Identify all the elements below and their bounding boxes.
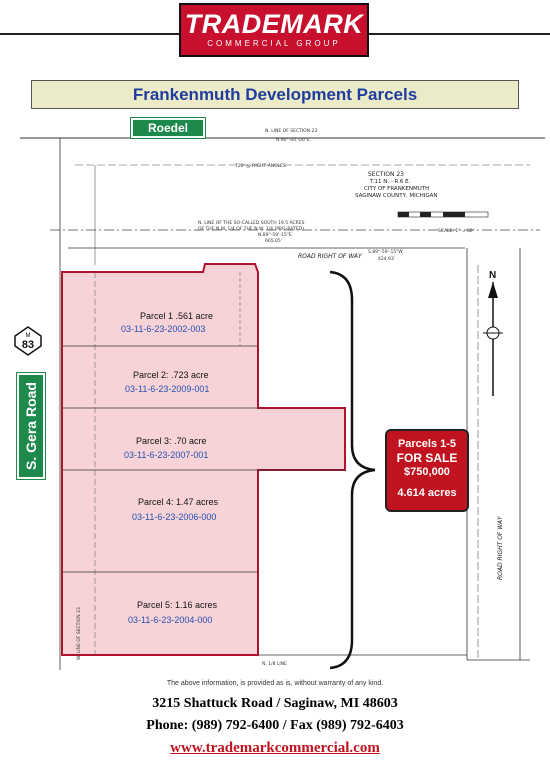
gera-road-sign: S. Gera Road xyxy=(16,372,46,480)
west-line-label: W. LINE OF SECTION 23 xyxy=(76,607,82,660)
parcel-boundary xyxy=(61,263,346,656)
sale-parcels: Parcels 1-5 xyxy=(397,438,457,450)
so-called-distance: 665.05' xyxy=(265,238,282,244)
sale-acres: 4.614 acres xyxy=(397,487,457,499)
website-link[interactable]: www.trademarkcommercial.com xyxy=(170,740,380,756)
section-line-label: N. LINE OF SECTION 23 xyxy=(265,128,317,134)
section-line-bearing: N.90°-00'-00"E. xyxy=(276,137,311,143)
parcel-2-name: Parcel 2: .723 acre xyxy=(133,370,209,380)
sale-price: $750,000 xyxy=(404,466,450,478)
so-called-line-label-2: OF THE N.W. 1/4 OF THE N.W. 1/4 (PRO-RAT… xyxy=(198,226,304,232)
parcel-4-name: Parcel 4: 1.47 acres xyxy=(138,497,219,507)
township-label: T.11 N. - R.6 E. xyxy=(369,179,411,185)
page-title: Frankenmuth Development Parcels xyxy=(31,80,519,109)
route-prefix: M xyxy=(26,333,31,339)
parcel-1-name: Parcel 1 .561 acre xyxy=(140,311,214,321)
survey-map: N N. LINE OF SECTION 23 N.90°-00'-00"E. … xyxy=(20,128,545,670)
parcel-5-name: Parcel 5: 1.16 acres xyxy=(137,600,218,610)
gera-road-label: S. Gera Road xyxy=(23,382,39,470)
route-number: 83 xyxy=(22,339,34,351)
parcel-2-id: 03-11-6-23-2009-001 xyxy=(125,384,210,394)
quarter-line-label: N. 1/8 LINE xyxy=(262,661,287,667)
parcel-5-id: 03-11-6-23-2004-000 xyxy=(128,615,213,625)
row-bearing: S.89°-59'-15"W. xyxy=(368,249,404,255)
row-label: ROAD RIGHT OF WAY xyxy=(298,253,363,260)
parcel-3-name: Parcel 3: .70 acre xyxy=(136,436,207,446)
parcels-brace xyxy=(329,270,376,670)
so-called-bearing: N.89°-59'-15"E. xyxy=(258,232,293,238)
route-shield-icon: M 83 xyxy=(14,326,42,356)
sale-status: FOR SALE xyxy=(396,451,458,465)
scale-label: SCALE: 1" = 60' xyxy=(438,228,474,234)
section-label: SECTION 23 xyxy=(368,171,404,178)
row-distance: 424.93' xyxy=(378,256,395,262)
for-sale-badge: Parcels 1-5 FOR SALE $750,000 4.614 acre… xyxy=(385,429,469,512)
phone-fax: Phone: (989) 792-6400 / Fax (989) 792-64… xyxy=(146,718,404,733)
logo-brand: TRADEMARK xyxy=(184,9,364,39)
address: 3215 Shattuck Road / Saginaw, MI 48603 xyxy=(152,696,398,711)
north-label: N xyxy=(489,270,496,281)
right-angles-label: 720' @ RIGHT ANGLES xyxy=(235,163,286,169)
header-rule-right xyxy=(369,33,550,35)
so-called-line-label: N. LINE OF THE SO-CALLED SOUTH 19.5 ACRE… xyxy=(198,220,305,226)
parcel-3-id: 03-11-6-23-2007-001 xyxy=(124,450,209,460)
disclaimer: The above information, is provided as is… xyxy=(166,680,384,687)
parcel-1-id: 03-11-6-23-2002-003 xyxy=(121,324,206,334)
parcel-4-id: 03-11-6-23-2006-000 xyxy=(132,512,217,522)
county-label: SAGINAW COUNTY, MICHIGAN xyxy=(355,193,438,199)
east-row-label: ROAD RIGHT OF WAY xyxy=(497,515,504,580)
roedel-road-sign: Roedel Road xyxy=(130,117,206,151)
trademark-logo: TRADEMARK COMMERCIAL GROUP xyxy=(179,3,369,57)
city-label: CITY OF FRANKENMUTH xyxy=(364,186,429,192)
header-rule-left xyxy=(0,33,179,35)
logo-subtitle: COMMERCIAL GROUP xyxy=(207,39,341,48)
